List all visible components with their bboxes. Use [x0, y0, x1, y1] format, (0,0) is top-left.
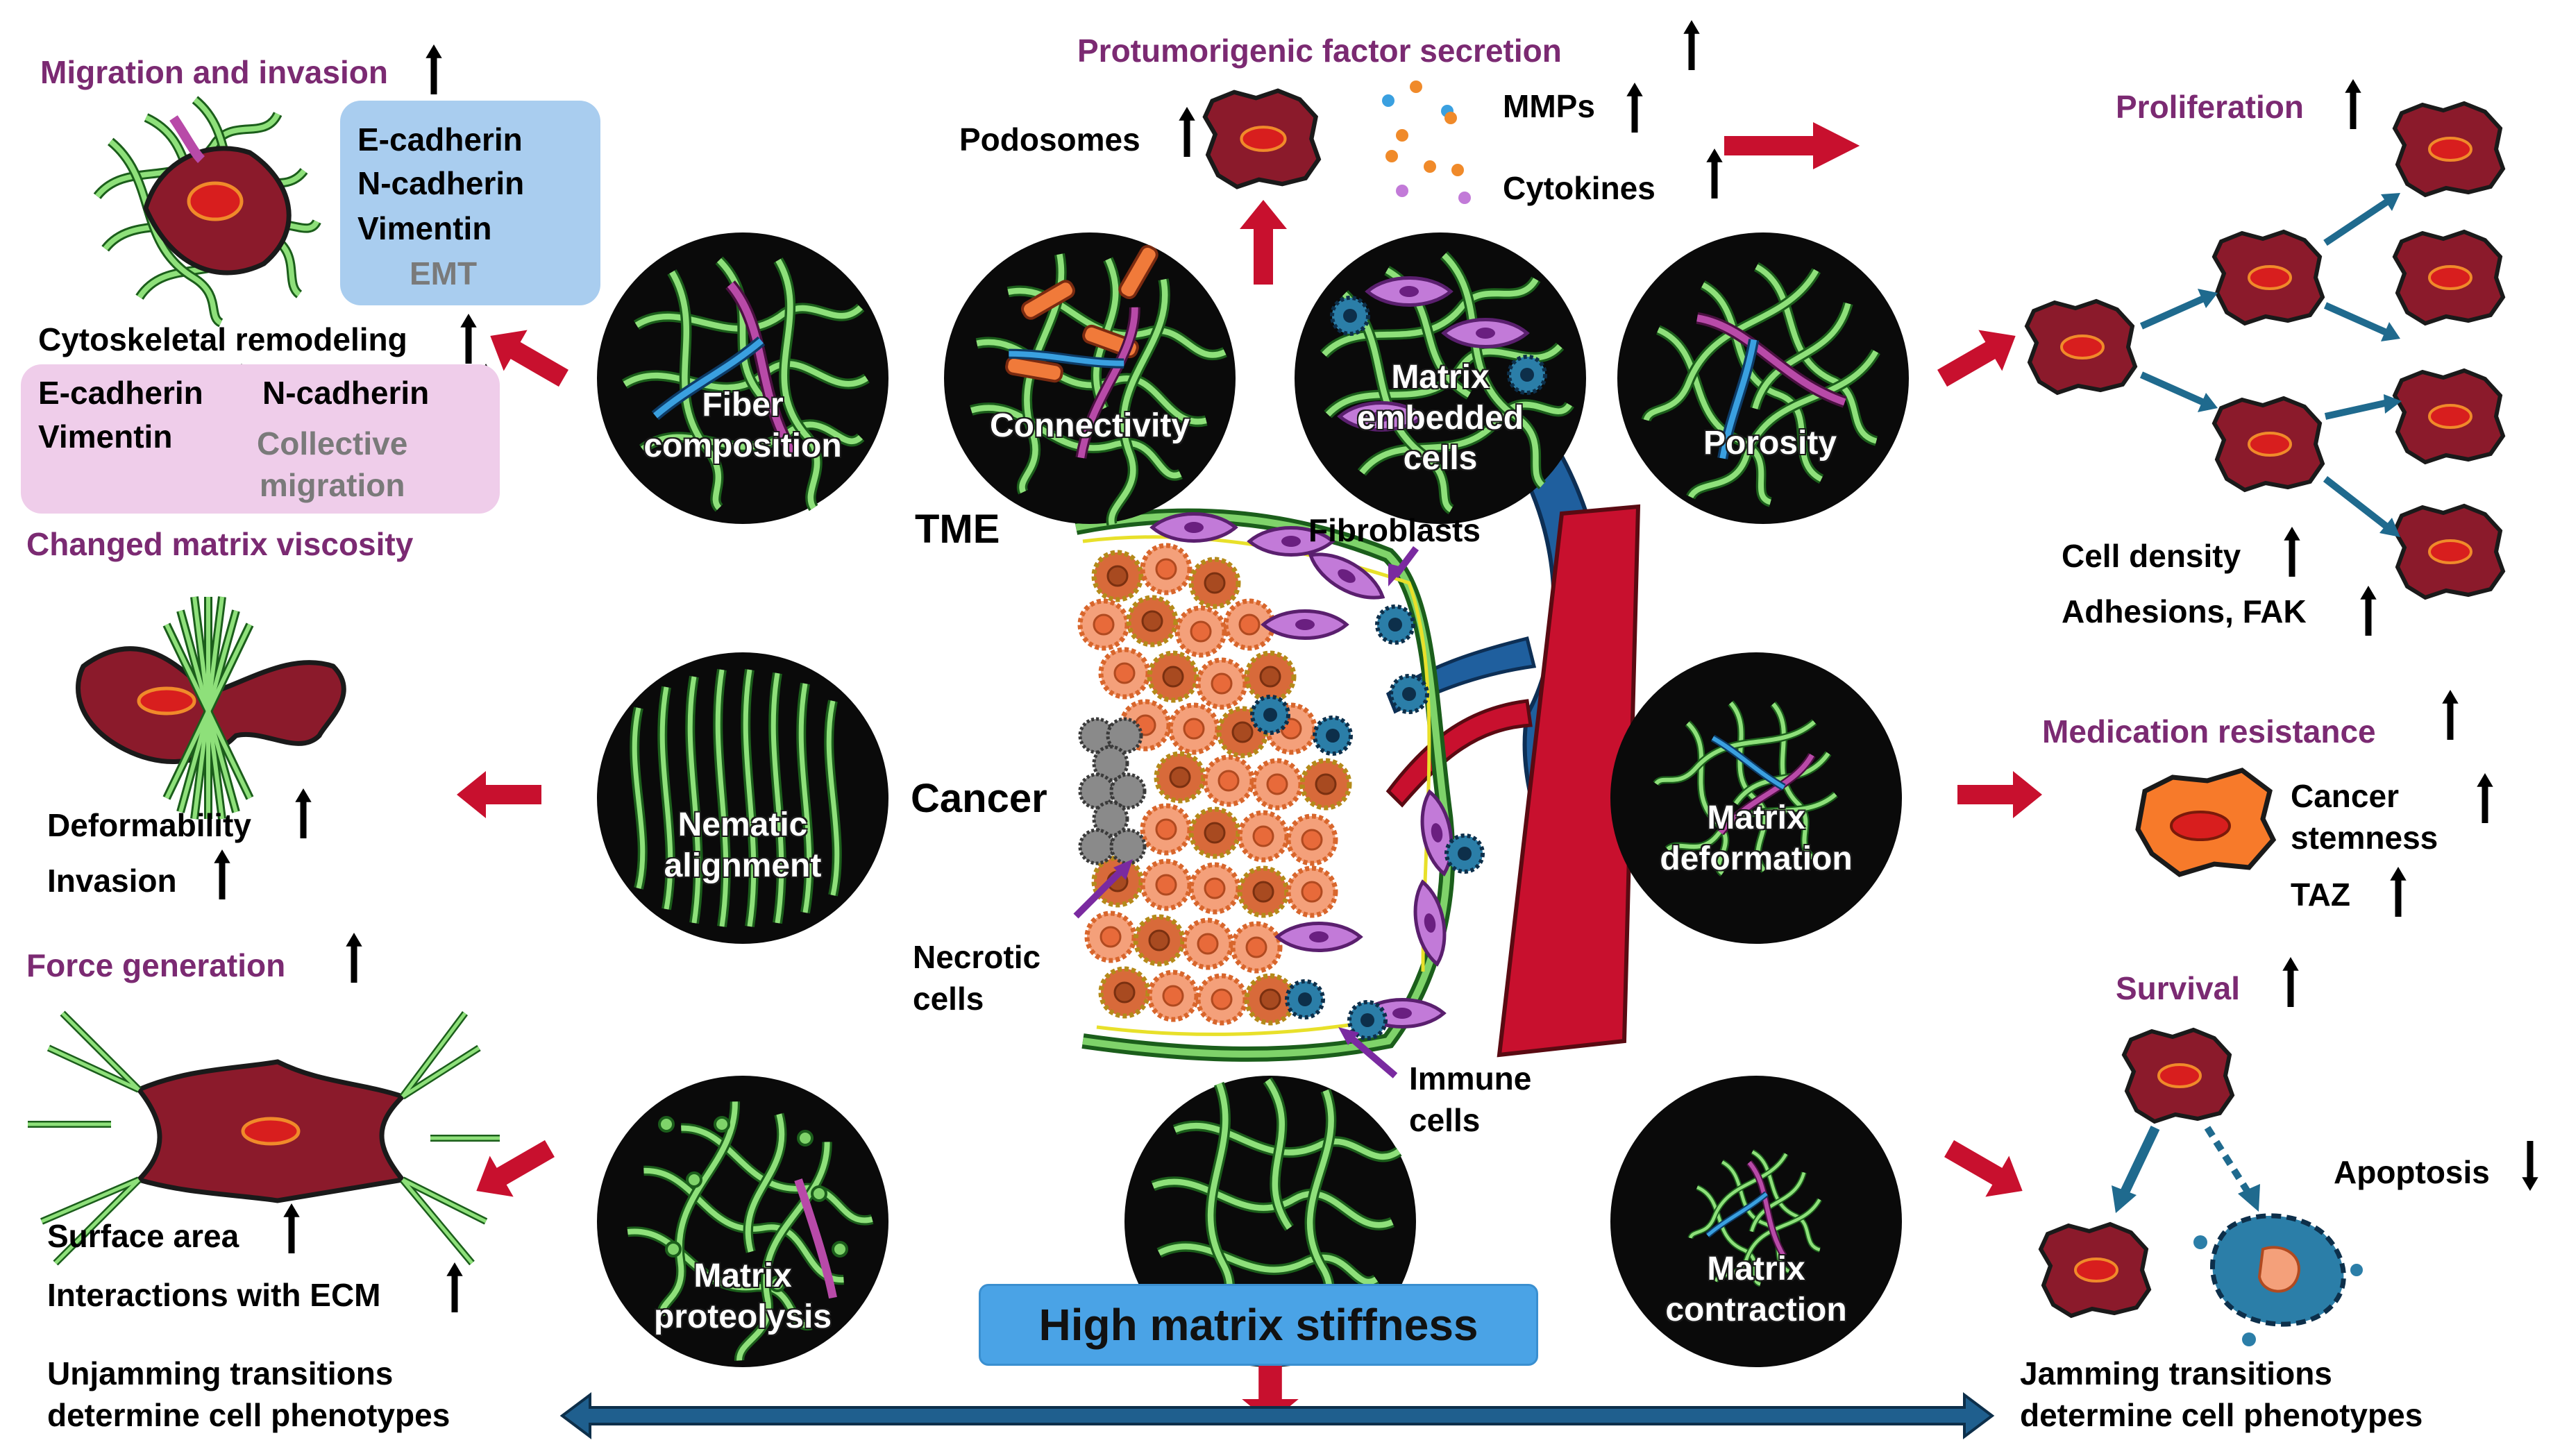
secretion-heading: Protumorigenic factor secretion: [1077, 33, 1562, 69]
proliferation-heading: Proliferation: [2116, 89, 2304, 125]
viscosity-cell: [76, 596, 346, 820]
cytoskeletal-remodeling-label: Cytoskeletal remodeling: [38, 321, 407, 357]
circle-nematic-alignment: [597, 652, 888, 944]
cancer-label: Cancer: [911, 776, 1047, 821]
force-generation-heading: Force generation: [26, 947, 286, 983]
invasion-label: Invasion: [47, 863, 177, 899]
connectivity-label: Connectivity: [989, 407, 1190, 444]
immune-cells-label: Immune cells: [1409, 1060, 1532, 1138]
jamming-axis-arrow: [559, 1392, 1995, 1439]
unjamming-label: Unjamming transitions determine cell phe…: [47, 1355, 450, 1433]
necrotic-cells-label: Necrotic cells: [913, 939, 1041, 1017]
deformability-label: Deformability: [47, 807, 251, 843]
apoptosis-label: Apoptosis: [2334, 1154, 2490, 1190]
cancer-stemness-label: Cancer stemness: [2291, 778, 2438, 856]
cell-density-label: Cell density: [2062, 538, 2241, 574]
circle-matrix-embedded-cells: [1295, 232, 1594, 534]
emt-label: EMT: [410, 255, 478, 291]
circle-matrix-deformation: [1610, 652, 1902, 944]
blood-vessel: [1385, 442, 1641, 1058]
circle-connectivity: [934, 227, 1247, 543]
survival-cells: [2041, 1030, 2363, 1346]
n-cadherin-2-label: N-cadherin: [262, 375, 430, 411]
tme-label: TME: [915, 507, 1000, 552]
podosome-cell: [1205, 91, 1319, 187]
matrix-embedded-cells-label: Matrix embedded cells: [1356, 359, 1524, 477]
force-cell: [28, 1010, 500, 1266]
podosomes-label: Podosomes: [959, 121, 1140, 158]
migrating-cell: [68, 73, 344, 351]
resistant-cell: [2135, 768, 2277, 877]
proliferation-tree: [2027, 103, 2503, 598]
e-cadherin-label: E-cadherin: [357, 121, 523, 158]
viscosity-heading: Changed matrix viscosity: [26, 526, 414, 562]
matrix-contraction-label: Matrix contraction: [1665, 1251, 1847, 1328]
taz-label: TAZ: [2291, 877, 2351, 913]
interactions-ecm-label: Interactions with ECM: [47, 1277, 381, 1313]
high-matrix-stiffness-banner: High matrix stiffness: [979, 1284, 1538, 1366]
matrix-proteolysis-label: Matrix proteolysis: [653, 1258, 832, 1335]
vimentin-2-label: Vimentin: [38, 418, 173, 455]
nematic-alignment-label: Nematic alignment: [664, 806, 822, 884]
apoptotic-cell: [2193, 1213, 2363, 1346]
adhesions-fak-label: Adhesions, FAK: [2062, 593, 2307, 629]
emt-box: [340, 101, 600, 305]
mmps-label: MMPs: [1503, 88, 1595, 124]
cytokines-label: Cytokines: [1503, 170, 1655, 206]
circle-matrix-proteolysis: [585, 1069, 899, 1385]
n-cadherin-label: N-cadherin: [357, 165, 525, 201]
surface-area-label: Surface area: [47, 1218, 239, 1254]
jamming-label: Jamming transitions determine cell pheno…: [2020, 1355, 2423, 1433]
medication-resistance-heading: Medication resistance: [2042, 713, 2376, 750]
vimentin-label: Vimentin: [357, 210, 492, 246]
collective-migration-box: [21, 364, 500, 514]
tme-region: [1073, 442, 1641, 1078]
circle-porosity: [1602, 226, 1918, 540]
e-cadherin-2-label: E-cadherin: [38, 375, 203, 411]
migration-invasion-heading: Migration and invasion: [40, 54, 388, 90]
fibroblasts-label: Fibroblasts: [1308, 512, 1481, 548]
necrotic-cells: [1080, 719, 1145, 863]
circle-matrix-contraction: [1610, 1076, 1902, 1367]
matrix-deformation-label: Matrix deformation: [1660, 799, 1853, 877]
collective-migration-label: Collective migration: [257, 425, 408, 503]
survival-heading: Survival: [2116, 970, 2240, 1006]
secreted-factors: [1382, 81, 1471, 204]
circle-fiber-composition: [597, 232, 888, 524]
fiber-composition-label: Fiber composition: [643, 387, 842, 464]
porosity-label: Porosity: [1703, 425, 1837, 462]
